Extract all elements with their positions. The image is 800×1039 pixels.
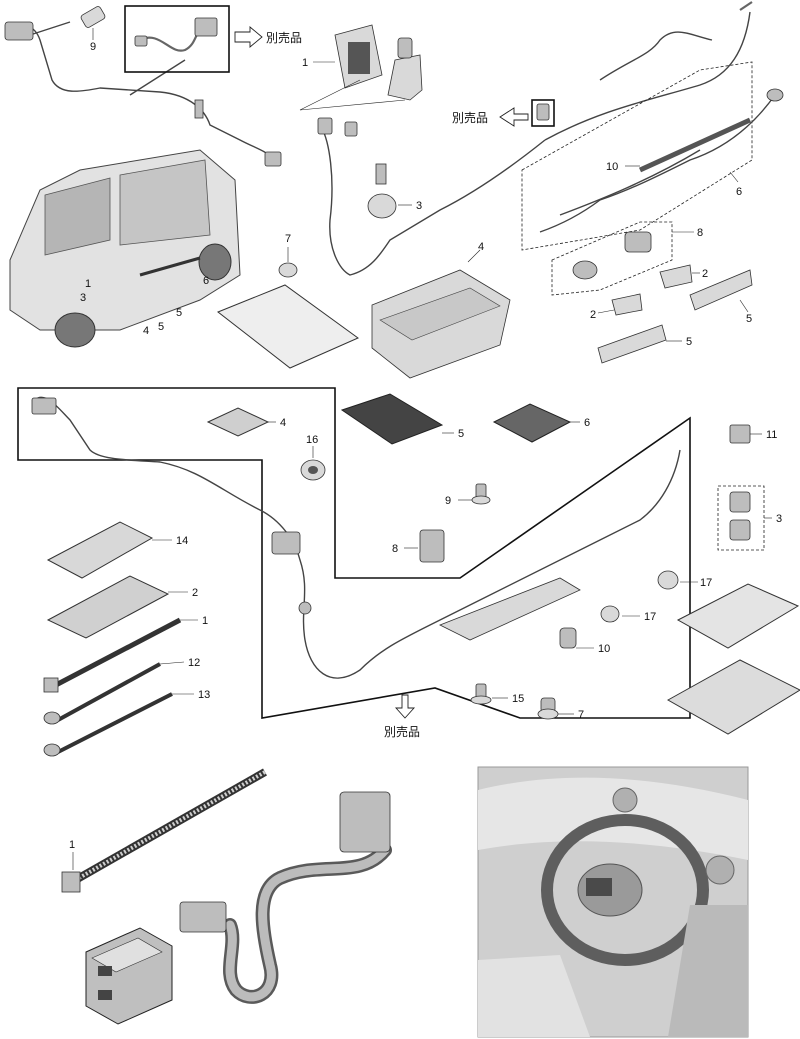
callout-4-vehicle: 4 [143,325,149,337]
callout-5-vehicle: 5 [158,321,164,333]
harness-assembly-top-left [4,21,282,167]
switch-part-11 [729,424,751,444]
sensor-part-3 [367,163,397,219]
manual-booklet-b [666,659,800,735]
callout-10-mid: 10 [598,643,610,655]
callout-1-mid: 1 [202,615,208,627]
template-sheet [217,284,359,369]
arrow-right-icon [234,26,263,48]
separately-sold-label-top: 別売品 [266,30,302,45]
bracket-part-5-b [597,324,667,364]
callout-12: 12 [188,657,200,669]
callout-6-top: 6 [736,186,742,198]
callout-7-mid: 7 [578,709,584,721]
callout-10-top: 10 [606,161,618,173]
separately-sold-outline [17,387,691,719]
extension-harness-icon [134,17,218,52]
dashed-group-6 [521,61,753,251]
label-sheet-6 [492,403,572,443]
module-part-4 [371,269,511,379]
callout-14: 14 [176,535,188,547]
callout-4-top: 4 [478,241,484,253]
interior-photo [477,766,749,1038]
switch-unit-large [85,927,173,1025]
small-switch-icon [536,103,550,121]
grommet-part-9 [80,6,106,28]
fastener-part-15 [470,683,492,705]
callout-16: 16 [306,434,318,446]
tie-part-1 [43,617,182,693]
label-sheet-4 [206,407,270,437]
wire-tie-part-10 [638,117,752,173]
callout-7-top: 7 [285,233,291,245]
vehicle [9,149,241,348]
bracket-part-5-a [689,269,753,311]
callout-3-vehicle: 3 [80,292,86,304]
callout-6-vehicle: 6 [203,275,209,287]
callout-6-sheet: 6 [584,417,590,429]
connector-part-8 [572,231,652,280]
callout-8-top: 8 [697,227,703,239]
clip-part-10 [559,627,577,649]
separately-sold-label-bottom: 別売品 [384,724,420,739]
fastener-part-7 [537,697,559,720]
callout-5-vehicle-b: 5 [176,307,182,319]
long-harness-top-right [544,1,753,141]
full-harness-middle [31,396,681,679]
separately-sold-box [124,5,230,73]
callout-3-sensor: 3 [416,200,422,212]
clip-part-2-a [659,264,693,289]
extension-harness-large [179,791,392,1004]
tie-part-13 [43,692,173,757]
arrow-left-icon [499,107,529,127]
callout-17-a: 17 [700,577,712,589]
callout-1-bottom: 1 [69,839,75,851]
callout-9-mid: 9 [445,495,451,507]
fastener-part-9 [471,483,491,505]
label-sheet-5 [340,393,444,445]
callout-1-vehicle: 1 [85,278,91,290]
callout-2-mid: 2 [192,587,198,599]
pad-part-14 [46,521,154,579]
callout-9: 9 [90,41,96,53]
fastener-part-17-a [657,570,679,590]
callout-5-a: 5 [746,313,752,325]
tie-part-12 [43,662,161,725]
bracket [387,37,423,101]
grommet-part-7 [278,262,298,278]
connector-part-8 [419,529,445,563]
manual-booklet-a [676,583,800,649]
callout-3-mid: 3 [776,513,782,525]
dashed-group-3 [717,485,765,551]
center-harness [317,117,546,276]
callout-2-a: 2 [702,268,708,280]
long-tie-part-1 [61,768,267,893]
clip-part-2-b [611,293,643,316]
callout-8-mid: 8 [392,543,398,555]
callout-17-b: 17 [644,611,656,623]
callout-5-sheet: 5 [458,428,464,440]
connector-part-3 [729,491,751,541]
pad-part-2 [46,575,170,639]
separately-sold-label-right: 別売品 [452,110,488,125]
callout-1-switch: 1 [302,57,308,69]
dashed-group-8 [551,221,673,296]
callout-4-sheet: 4 [280,417,286,429]
separately-sold-switch-box [531,99,555,127]
grommet-part-16 [300,459,326,481]
harness-part-6 [539,88,784,233]
fastener-part-17-b [600,605,620,623]
callout-15: 15 [512,693,524,705]
arrow-down-icon [394,694,416,719]
module-mid [439,577,581,641]
callout-2-b: 2 [590,309,596,321]
switch-part-1 [334,24,383,89]
callout-11: 11 [766,429,777,441]
callout-13: 13 [198,689,210,701]
callout-5-b: 5 [686,336,692,348]
